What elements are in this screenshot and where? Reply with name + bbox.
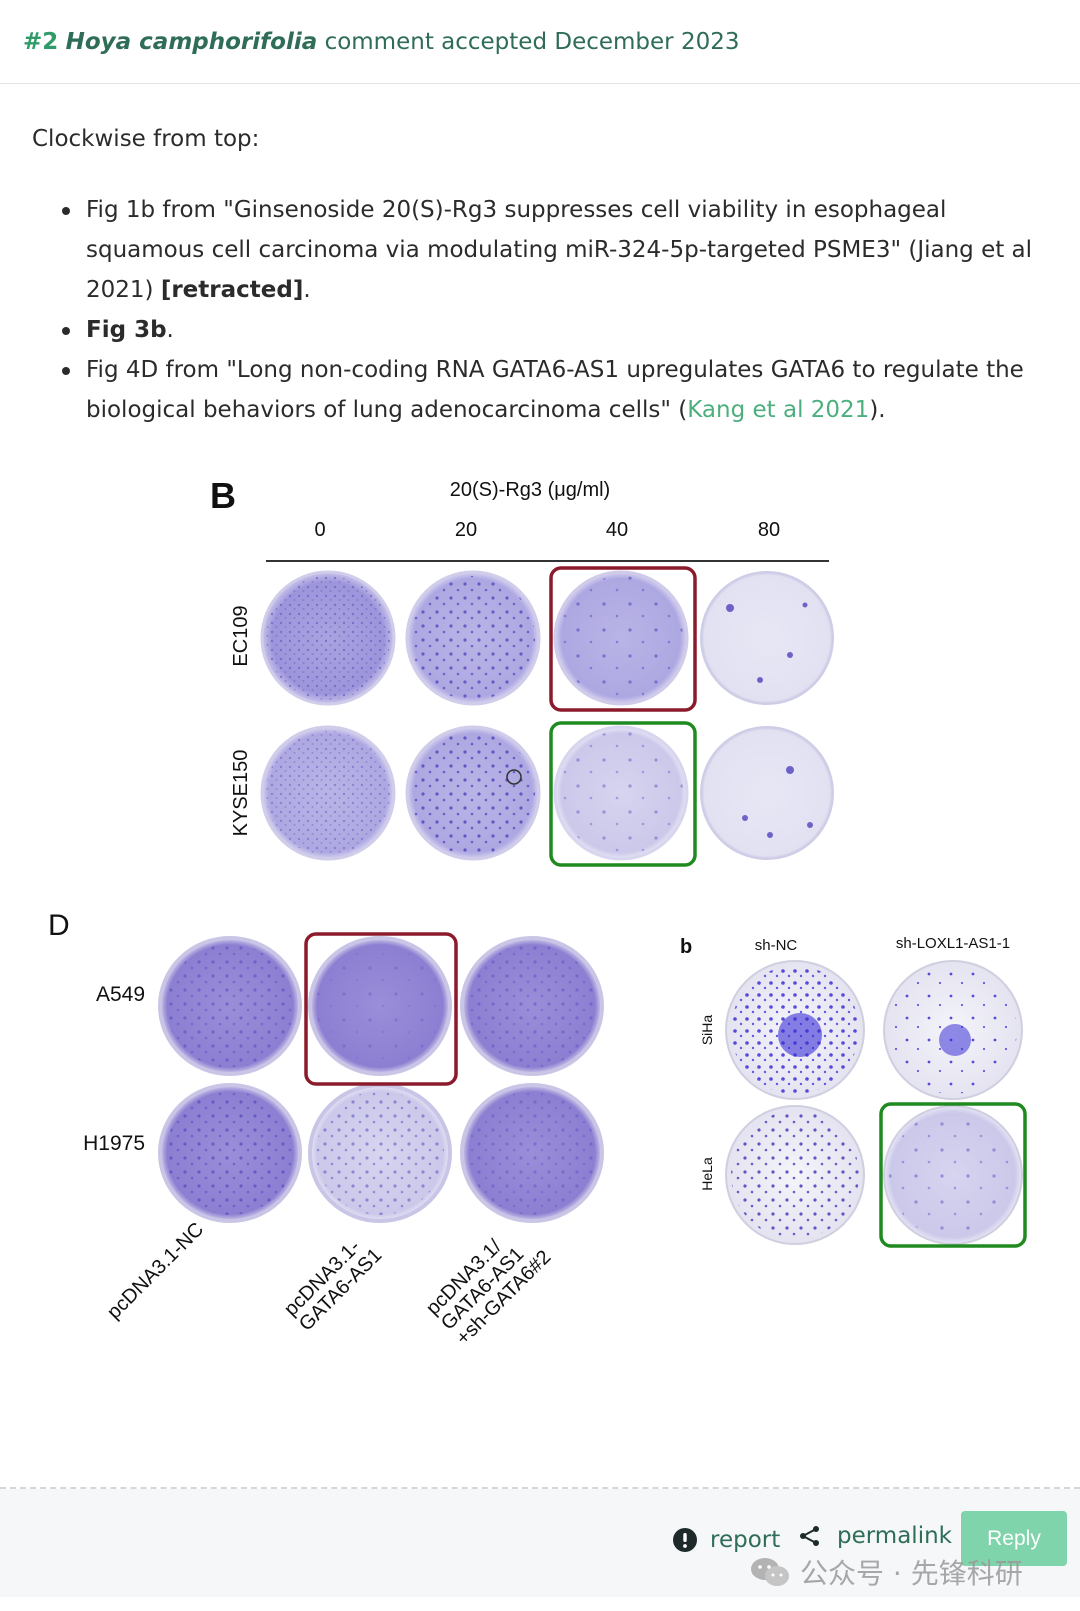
dose-label: 40 bbox=[606, 519, 628, 541]
row-label: SiHa bbox=[699, 1015, 715, 1046]
plate-row-kyse150 bbox=[260, 725, 834, 861]
row-label: KYSE150 bbox=[230, 750, 252, 837]
permalink-link[interactable]: permalink bbox=[799, 1523, 952, 1549]
panel-d-letter: D bbox=[48, 909, 70, 942]
citation-link[interactable]: Kang et al 2021 bbox=[687, 397, 870, 423]
plate-row-ec109 bbox=[260, 570, 834, 706]
comment-title: #2 Hoya camphorifolia comment accepted D… bbox=[23, 29, 739, 55]
row-label: HeLa bbox=[699, 1157, 715, 1191]
highlight-box-green bbox=[549, 721, 697, 867]
permalink-label: permalink bbox=[837, 1523, 952, 1549]
row-label: A549 bbox=[96, 983, 145, 1006]
comment-header: #2 Hoya camphorifolia comment accepted D… bbox=[0, 0, 1080, 84]
intro-text: Clockwise from top: bbox=[32, 126, 260, 152]
watermark: 公众号 · 先锋科研 bbox=[750, 1552, 1023, 1592]
comment-status: comment accepted December 2023 bbox=[324, 28, 740, 55]
footer-divider bbox=[0, 1487, 1080, 1489]
dose-label: 80 bbox=[758, 519, 780, 541]
source-list: Fig 1b from "Ginsenoside 20(S)-Rg3 suppr… bbox=[60, 190, 1050, 430]
column-label: sh-NC bbox=[755, 937, 798, 954]
column-label: sh-LOXL1-AS1-1 bbox=[896, 935, 1010, 952]
treatment-label: 20(S)-Rg3 (μg/ml) bbox=[450, 479, 610, 501]
row-label: H1975 bbox=[83, 1132, 145, 1155]
wechat-icon bbox=[751, 1558, 789, 1586]
figure-ref: Fig 3b bbox=[86, 317, 167, 343]
dose-label: 20 bbox=[455, 519, 477, 541]
list-item: Fig 3b. bbox=[60, 310, 1050, 350]
reply-button[interactable]: Reply bbox=[961, 1511, 1067, 1566]
row-label: EC109 bbox=[230, 605, 252, 666]
plate-row-h1975 bbox=[158, 1083, 604, 1223]
list-item-punct: . bbox=[303, 277, 311, 303]
list-item: Fig 4D from "Long non-coding RNA GATA6-A… bbox=[60, 350, 1050, 430]
list-item-text: Fig 1b from "Ginsenoside 20(S)-Rg3 suppr… bbox=[86, 197, 1033, 303]
list-item-punct: . bbox=[166, 317, 174, 343]
comment-number: #2 bbox=[23, 28, 59, 55]
report-label: report bbox=[710, 1527, 781, 1553]
exclamation-circle-icon bbox=[673, 1528, 697, 1552]
panel-b-letter: B bbox=[210, 475, 236, 516]
highlight-box-red bbox=[304, 932, 458, 1086]
list-item-punct: ). bbox=[869, 397, 886, 423]
panel-small-b-letter: b bbox=[680, 936, 692, 958]
plate-row-hela bbox=[725, 1105, 1023, 1245]
report-link[interactable]: report bbox=[672, 1527, 780, 1553]
composite-figure-image: B 20(S)-Rg3 (μg/ml) 0 20 40 80 EC109 KYS… bbox=[48, 475, 1027, 1350]
plate-row-siha bbox=[725, 960, 1023, 1100]
comment-footer bbox=[0, 1489, 1080, 1597]
dose-label: 0 bbox=[314, 519, 325, 541]
list-item: Fig 1b from "Ginsenoside 20(S)-Rg3 suppr… bbox=[60, 190, 1050, 310]
highlight-box-red bbox=[549, 566, 697, 712]
share-icon bbox=[800, 1526, 819, 1546]
plate-row-a549 bbox=[158, 936, 604, 1076]
retracted-label: [retracted] bbox=[160, 277, 304, 303]
highlight-box-green bbox=[879, 1102, 1027, 1248]
watermark-text: 公众号 · 先锋科研 bbox=[800, 1557, 1023, 1590]
list-item-text: Fig 4D from "Long non-coding RNA GATA6-A… bbox=[86, 357, 1024, 423]
column-label: pcDNA3.1-NC bbox=[103, 1218, 208, 1323]
species-name[interactable]: Hoya camphorifolia bbox=[65, 28, 318, 55]
